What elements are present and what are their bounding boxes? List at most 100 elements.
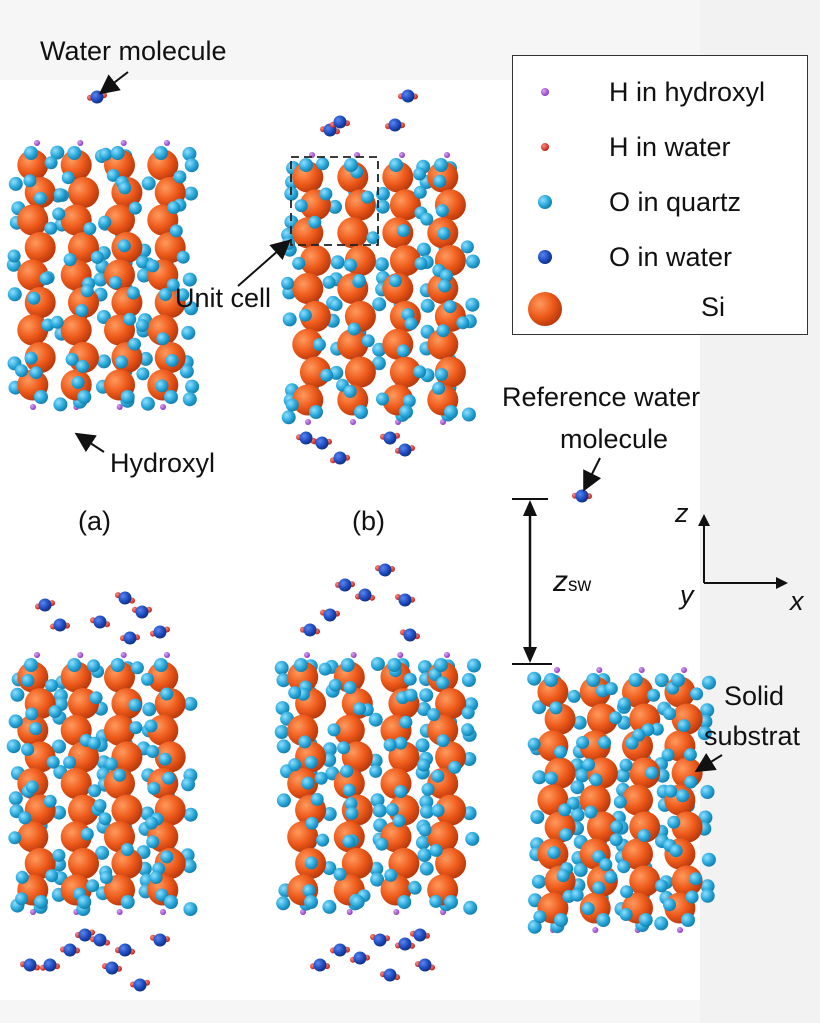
o-quartz-atom	[98, 215, 112, 229]
o-quartz-atom	[436, 324, 450, 338]
o-quartz-atom	[383, 738, 397, 752]
o-quartz-atom	[27, 291, 41, 305]
o-quartz-atom	[556, 869, 570, 883]
unit-cell-arrow	[237, 239, 292, 287]
axis-y-label: y	[680, 580, 694, 610]
legend-item-o-quartz: O in quartz	[513, 182, 807, 222]
o-quartz-atom	[136, 255, 149, 269]
o-quartz-atom	[110, 146, 125, 160]
o-quartz-atom	[146, 835, 160, 849]
si-atom	[388, 847, 420, 879]
h-hydroxyl-atom	[160, 909, 166, 915]
o-quartz-atom	[63, 253, 77, 267]
si-atom	[299, 245, 331, 277]
o-quartz-atom	[344, 797, 358, 811]
si-atom	[333, 768, 365, 799]
h-hydroxyl-atom	[34, 652, 40, 658]
o-quartz-atom	[8, 791, 23, 806]
o-quartz-atom	[589, 773, 603, 787]
o-quartz-atom	[169, 224, 183, 238]
o-quartz-atom	[337, 741, 351, 755]
o-quartz-atom	[418, 823, 432, 837]
o-quartz-atom	[294, 199, 308, 213]
o-quartz-atom	[322, 742, 337, 757]
o-quartz-atom	[9, 714, 23, 728]
o-quartz-atom	[599, 858, 613, 872]
o-water-atom	[118, 943, 132, 957]
o-quartz-atom	[372, 297, 387, 312]
o-quartz-atom	[288, 686, 302, 700]
o-quartz-atom	[77, 895, 92, 909]
water-molecule-arrow	[98, 71, 129, 95]
legend-label: H in water	[609, 132, 731, 162]
o-quartz-atom	[461, 407, 476, 422]
si-atom	[292, 273, 324, 304]
si-atom	[147, 661, 179, 693]
o-quartz-atom	[437, 227, 451, 240]
o-water-atom	[575, 489, 589, 503]
o-quartz-atom	[34, 390, 48, 404]
o-quartz-atom	[435, 368, 449, 381]
o-quartz-atom	[304, 895, 318, 909]
o-quartz-atom	[282, 236, 295, 250]
si-atom	[341, 847, 373, 879]
o-quartz-atom	[155, 379, 169, 393]
o-quartz-atom	[77, 390, 92, 404]
o-quartz-atom	[610, 820, 624, 834]
o-quartz-atom	[547, 846, 561, 860]
legend-label: O in quartz	[609, 187, 742, 217]
o-water-atom	[135, 605, 149, 619]
o-quartz-atom	[176, 288, 190, 302]
solid-substrat-arrow	[694, 753, 723, 773]
o-quartz-atom	[418, 660, 432, 675]
o-quartz-atom	[89, 691, 103, 705]
o-quartz-atom	[397, 895, 412, 909]
o-quartz-atom	[7, 287, 22, 302]
o-quartz-atom	[637, 829, 651, 842]
o-quartz-atom	[340, 764, 354, 778]
o-quartz-atom	[431, 769, 445, 783]
o-quartz-atom	[683, 748, 697, 762]
o-water-atom	[398, 593, 412, 607]
o-quartz-atom	[298, 308, 312, 322]
o-quartz-atom	[183, 696, 198, 711]
o-quartz-atom	[24, 146, 38, 160]
si-atom	[24, 232, 56, 263]
o-quartz-atom	[34, 191, 47, 205]
o-water-atom	[38, 598, 52, 612]
h-hydroxyl-atom	[30, 909, 36, 915]
si-atom	[337, 217, 369, 249]
o-quartz-atom	[527, 919, 542, 934]
o-water-atom	[413, 928, 427, 942]
si-atom	[60, 768, 92, 799]
o-water-atom	[153, 933, 167, 947]
o-quartz-atom	[375, 199, 390, 214]
o-quartz-atom	[402, 394, 416, 408]
o-quartz-atom	[374, 257, 389, 272]
h-hydroxyl-atom	[77, 652, 84, 658]
o-water-atom	[373, 933, 387, 947]
o-water-atom	[398, 937, 412, 951]
o-quartz-atom	[145, 816, 158, 830]
si-atom	[629, 865, 661, 897]
o-quartz-atom	[320, 368, 334, 382]
o-quartz-atom	[146, 745, 160, 758]
o-quartz-atom	[532, 700, 546, 715]
o-water-atom	[53, 618, 67, 632]
o-quartz-atom	[368, 712, 383, 727]
o-quartz-atom	[141, 176, 156, 191]
solid-label-line1: Solid	[724, 681, 785, 711]
o-quartz-atom	[304, 755, 318, 769]
o-quartz-atom	[371, 356, 386, 371]
o-quartz-atom	[343, 681, 357, 694]
o-quartz-atom	[294, 658, 308, 672]
o-quartz-atom	[559, 828, 573, 842]
o-quartz-atom	[80, 827, 94, 841]
o-quartz-atom	[48, 705, 62, 719]
si-atom	[389, 356, 421, 388]
o-water-atom	[418, 958, 432, 972]
o-quartz-atom	[184, 186, 198, 201]
o-quartz-atom	[319, 187, 333, 201]
si-atom	[111, 794, 143, 826]
